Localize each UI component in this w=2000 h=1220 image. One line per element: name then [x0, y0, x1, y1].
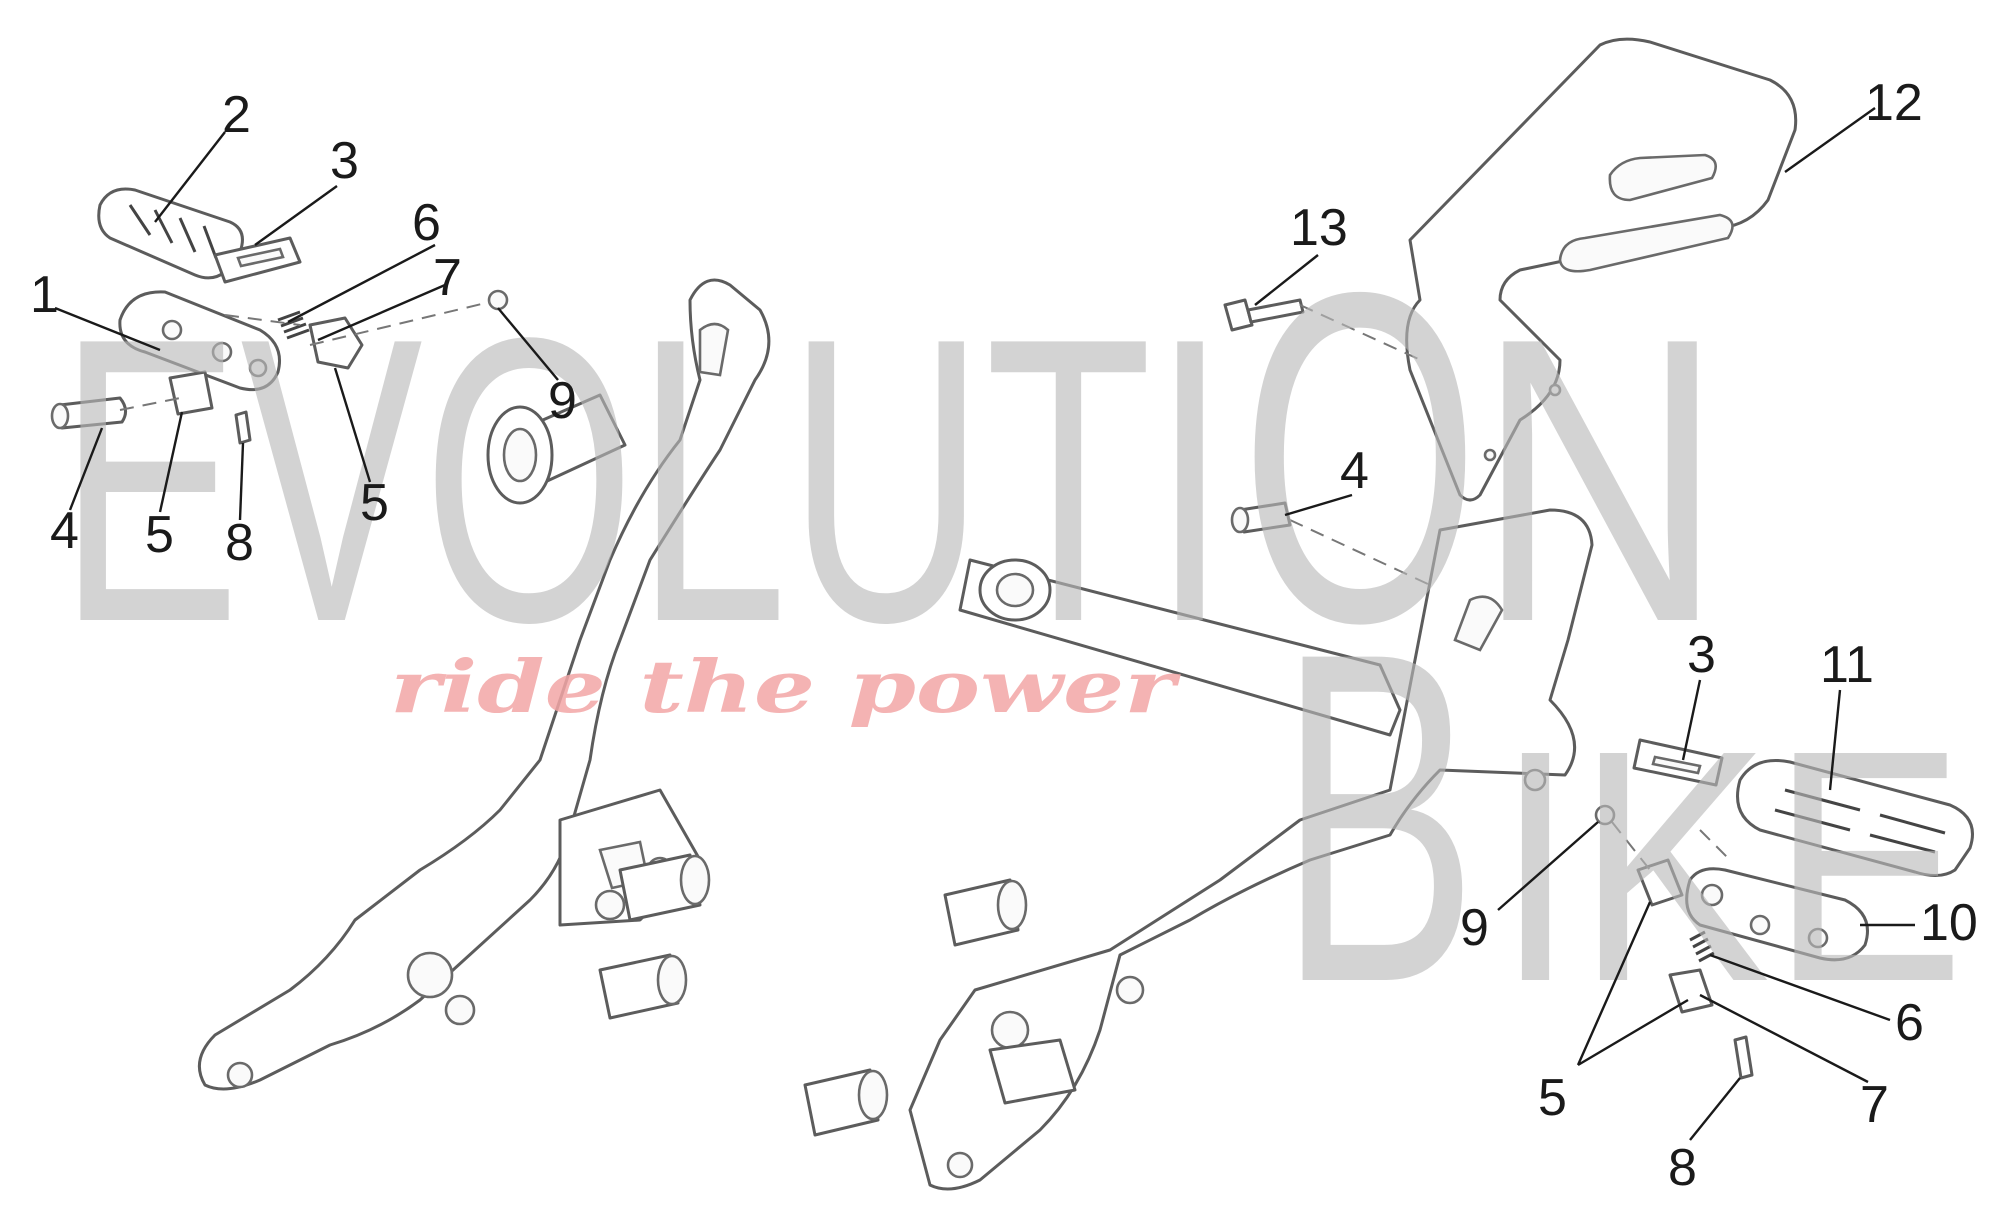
- callout-left-7: 7: [433, 249, 462, 307]
- callout-left-8: 8: [225, 514, 254, 572]
- callout-right-12: 12: [1865, 74, 1923, 132]
- spacers-right: [803, 878, 1028, 1137]
- callout-right-6: 6: [1895, 994, 1924, 1052]
- callout-right-7: 7: [1860, 1076, 1889, 1134]
- bolt-right: [1223, 298, 1305, 332]
- callout-left-4: 4: [50, 502, 79, 560]
- watermark-big-b: B: [1278, 555, 1478, 1080]
- callout-left-1: 1: [30, 266, 59, 324]
- callout-right-11: 11: [1820, 636, 1874, 694]
- watermark-evoluti: EVOLUTI: [58, 253, 1228, 706]
- right-bracket-frame: [908, 508, 1594, 1191]
- leader-lines: [54, 107, 1915, 1141]
- watermark-n: N: [1475, 253, 1725, 706]
- screw-right: [1733, 1035, 1754, 1080]
- callout-right-3: 3: [1687, 626, 1716, 684]
- callout-left-6: 6: [412, 194, 441, 252]
- pin-right: [1230, 501, 1292, 534]
- footpeg-body-left: [118, 290, 281, 392]
- callout-right-4: 4: [1340, 442, 1369, 500]
- callout-left-5-right: 5: [360, 474, 389, 532]
- bracket-left-upper: [308, 316, 364, 370]
- footpeg-rubber-right: [1736, 759, 1974, 877]
- watermark-tagline: ride the power: [390, 644, 1182, 729]
- callout-left-9: 9: [548, 372, 577, 430]
- callout-left-3: 3: [330, 132, 359, 190]
- callout-right-9: 9: [1460, 899, 1489, 957]
- spacers-left: [598, 853, 711, 1020]
- watermark-ike: IKE: [1495, 681, 1965, 1050]
- bracket-right-lower: [1668, 968, 1714, 1014]
- heel-guard-plate: [1405, 37, 1798, 502]
- screw-left: [234, 410, 252, 445]
- plate-right: [1632, 738, 1724, 787]
- watermark: EVOLUTI O N B IKE ride the power: [58, 195, 1965, 1080]
- footpeg-body-right: [1685, 867, 1869, 962]
- spring-right: [1689, 930, 1715, 963]
- callout-right-10: 10: [1920, 894, 1978, 952]
- plate-left: [213, 236, 302, 284]
- left-footpeg-assembly: [50, 187, 771, 1091]
- callout-labels: 2 3 6 7 1 9 5 4 5 8 12 13 4 3 11 9 10 6 …: [30, 74, 1978, 1197]
- callout-left-2: 2: [222, 86, 251, 144]
- callout-right-8: 8: [1668, 1139, 1697, 1197]
- bracket-right-upper: [1636, 858, 1684, 907]
- callout-left-5: 5: [145, 506, 174, 564]
- spring-left: [277, 310, 310, 340]
- right-footpeg-assembly: [803, 37, 1974, 1191]
- callout-right-13: 13: [1290, 199, 1348, 257]
- pin-left: [50, 396, 127, 430]
- bracket-left-lower: [168, 370, 214, 416]
- callout-right-5: 5: [1538, 1069, 1567, 1127]
- ring-right: [1594, 804, 1616, 826]
- watermark-big-o: O: [1240, 195, 1480, 720]
